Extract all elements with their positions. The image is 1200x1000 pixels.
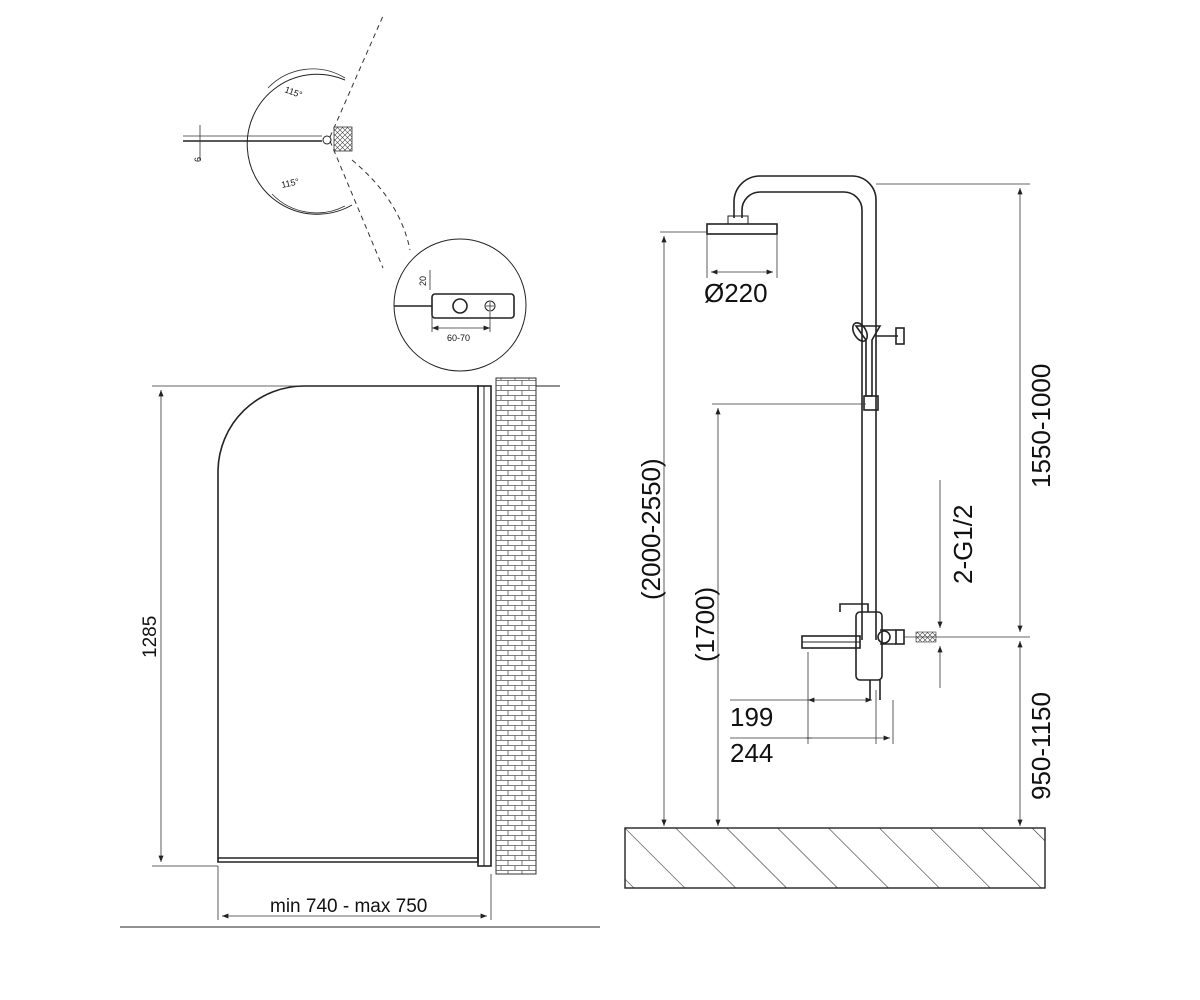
panel-height-label: 1285 <box>140 616 161 658</box>
glass-panel-elevation <box>120 377 600 928</box>
hinge-plan-detail <box>183 15 411 269</box>
angle-top-label: 115° <box>283 84 304 100</box>
panel-width-label: min 740 - max 750 <box>270 896 427 917</box>
total-height-label: (2000-2550) <box>636 458 666 600</box>
spout-reach-a-label: 199 <box>730 702 773 732</box>
lower-range-label: 950-1150 <box>1026 692 1056 800</box>
upper-range-label: 1550-1000 <box>1026 364 1056 488</box>
zoom-height-label: 20 <box>418 276 428 286</box>
angle-bottom-label: 115° <box>280 176 300 190</box>
hinge-zoom-detail <box>393 238 527 372</box>
zoom-width-label: 60-70 <box>447 333 470 343</box>
shower-column <box>624 175 1046 889</box>
head-diameter-label: Ø220 <box>704 278 768 308</box>
inlet-size-label: 2-G1/2 <box>948 505 978 585</box>
glass-thickness-label: 6 <box>193 157 203 162</box>
spout-reach-b-label: 244 <box>730 738 773 768</box>
hand-shower-height-label: (1700) <box>690 587 720 662</box>
